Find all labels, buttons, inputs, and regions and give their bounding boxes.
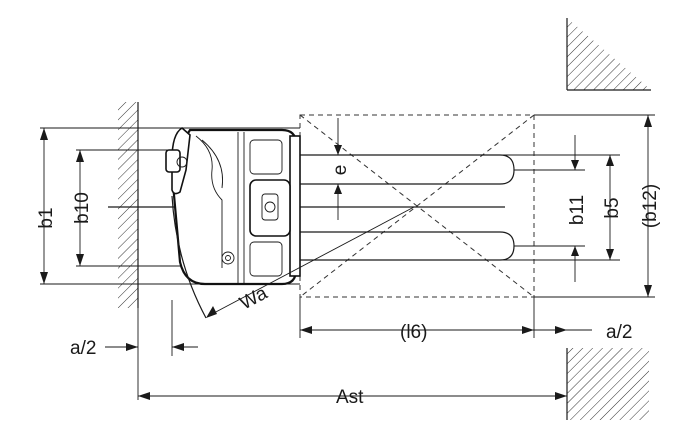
dim-b12 — [644, 115, 652, 297]
dim-a2-left — [105, 300, 198, 400]
dim-b10 — [76, 150, 84, 266]
dim-b5 — [606, 155, 614, 260]
label-ast: Ast — [336, 387, 364, 408]
label-b5: b5 — [602, 197, 623, 218]
label-b11: b11 — [567, 195, 588, 225]
dim-ast — [138, 392, 567, 400]
left-wall — [118, 102, 139, 308]
label-e: e — [330, 165, 351, 176]
label-b10: b10 — [72, 192, 93, 224]
label-a2-right: a/2 — [606, 322, 632, 343]
truck-body — [165, 127, 301, 286]
turning-radius — [171, 195, 415, 319]
top-right-wall — [566, 18, 651, 91]
fork-lower — [300, 231, 515, 261]
bottom-right-wall — [566, 348, 649, 420]
label-a2-left: a/2 — [70, 338, 96, 359]
label-l6: (l6) — [400, 322, 427, 343]
label-b1: b1 — [36, 207, 57, 228]
dim-l6 — [299, 297, 535, 338]
label-wa: Wa — [236, 283, 271, 315]
dim-b11 — [571, 135, 579, 282]
dim-a2-right — [534, 326, 592, 334]
label-b12: (b12) — [640, 184, 661, 228]
dim-e — [334, 118, 342, 220]
load-outline — [299, 114, 535, 298]
dim-b1 — [40, 128, 48, 284]
